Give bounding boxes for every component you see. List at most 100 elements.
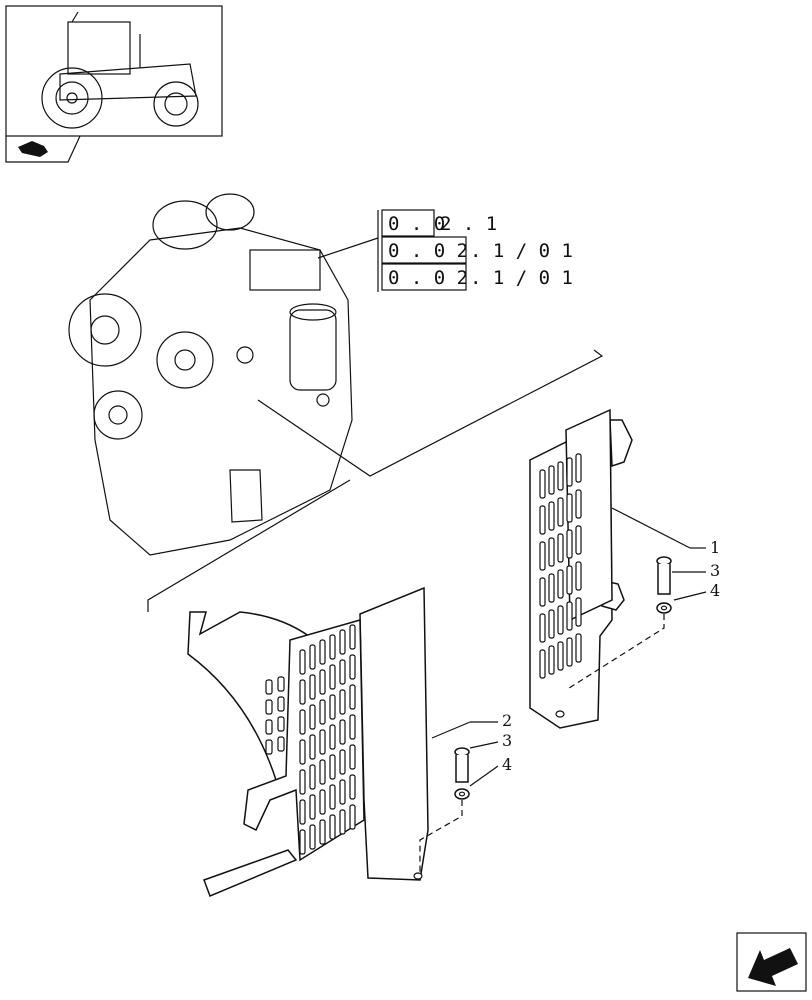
reference-list: 0 . 0 2 . 1 0 . 0 2 . 1 / 0 1 0 . 0 2 . … — [377, 209, 573, 292]
vent-slot — [557, 497, 564, 527]
vent-slot — [309, 764, 316, 790]
vent-slot — [548, 537, 555, 567]
svg-text:0 . 0 2: 0 . 0 2 — [388, 267, 468, 289]
callout-4-right: 4 — [710, 581, 720, 600]
vent-slot — [548, 609, 555, 639]
callout-4-left: 4 — [502, 755, 512, 774]
vent-slot — [575, 561, 582, 591]
vent-slot — [349, 654, 356, 680]
vent-slot — [566, 493, 573, 523]
washer-left[interactable] — [454, 788, 470, 800]
vent-slot — [329, 634, 336, 660]
vent-slot — [277, 736, 285, 752]
svg-text:2 . 1: 2 . 1 — [440, 213, 497, 235]
bolt-left[interactable] — [454, 747, 470, 783]
bolt-right[interactable] — [656, 556, 672, 595]
vent-slot — [309, 644, 316, 670]
vent-slot — [299, 709, 306, 735]
vent-slot — [265, 719, 273, 735]
vent-slot — [349, 684, 356, 710]
callout-3-right: 3 — [710, 561, 720, 580]
vent-slot — [349, 744, 356, 770]
vent-slot — [329, 754, 336, 780]
vent-slot — [309, 794, 316, 820]
vent-slot — [339, 779, 346, 805]
vent-slot — [265, 699, 273, 715]
vent-slot — [548, 573, 555, 603]
vent-slot — [299, 679, 306, 705]
vent-slot — [265, 679, 273, 695]
vent-slot — [309, 734, 316, 760]
vent-slot — [566, 457, 573, 487]
vent-slot — [539, 577, 546, 607]
vent-slot — [575, 633, 582, 663]
svg-text:0 . 0 2: 0 . 0 2 — [388, 240, 468, 262]
vent-slot — [329, 814, 336, 840]
vent-slot — [548, 501, 555, 531]
vent-slot — [299, 769, 306, 795]
vent-slot — [349, 624, 356, 650]
vent-slot — [299, 799, 306, 825]
vent-slot — [277, 716, 285, 732]
next-page-arrow-icon[interactable] — [736, 932, 807, 992]
vent-slot — [319, 639, 326, 665]
vent-slot — [566, 637, 573, 667]
vent-slot — [566, 601, 573, 631]
vent-slot — [329, 694, 336, 720]
vent-slot — [299, 649, 306, 675]
vent-slot — [349, 804, 356, 830]
callout-1: 1 — [710, 538, 720, 557]
vent-slot — [557, 569, 564, 599]
vent-slot — [557, 533, 564, 563]
vent-slot — [319, 759, 326, 785]
vent-slot — [329, 784, 336, 810]
vent-slot — [557, 605, 564, 635]
vent-slot — [539, 469, 546, 499]
vent-slot — [329, 724, 336, 750]
vent-slot — [319, 789, 326, 815]
vent-slot — [339, 689, 346, 715]
vent-slot — [575, 489, 582, 519]
vent-slot — [339, 719, 346, 745]
vent-slot — [339, 659, 346, 685]
svg-text:0 . 0: 0 . 0 — [388, 213, 445, 235]
right-guard-panel[interactable] — [529, 408, 633, 729]
tractor-thumbnail-icon[interactable] — [5, 5, 223, 137]
vent-slot — [319, 669, 326, 695]
vent-slot — [557, 641, 564, 671]
vent-slot — [319, 819, 326, 845]
vent-slot — [309, 704, 316, 730]
reference-3[interactable]: 0 . 0 2 . 1 / 0 1 — [381, 263, 573, 291]
callout-3-left: 3 — [502, 731, 512, 750]
left-guard-panel[interactable] — [203, 586, 429, 897]
vent-slot — [548, 465, 555, 495]
vent-slot — [349, 714, 356, 740]
vent-slot — [575, 597, 582, 627]
svg-text:. 1 / 0 1: . 1 / 0 1 — [470, 240, 573, 262]
vent-slot — [277, 696, 285, 712]
vent-slot — [277, 676, 285, 692]
vent-slot — [539, 649, 546, 679]
vent-slot — [566, 529, 573, 559]
vent-slot — [575, 525, 582, 555]
vent-slot — [339, 809, 346, 835]
vent-slot — [539, 613, 546, 643]
vent-slot — [299, 829, 306, 855]
vent-slot — [329, 664, 336, 690]
vent-slot — [548, 645, 555, 675]
vent-slot — [557, 461, 564, 491]
engine-illustration — [68, 193, 353, 556]
vent-slot — [539, 541, 546, 571]
vent-slot — [319, 729, 326, 755]
vent-slot — [319, 699, 326, 725]
vent-slot — [539, 505, 546, 535]
reference-2[interactable]: 0 . 0 2 . 1 / 0 1 — [381, 236, 573, 264]
washer-right[interactable] — [656, 602, 672, 614]
callout-2: 2 — [502, 711, 512, 730]
book-section-icon[interactable] — [5, 135, 81, 163]
vent-slot — [339, 629, 346, 655]
svg-text:. 1 / 0 1: . 1 / 0 1 — [470, 267, 573, 289]
vent-slot — [299, 739, 306, 765]
reference-1[interactable]: 0 . 0 2 . 1 — [381, 209, 497, 237]
